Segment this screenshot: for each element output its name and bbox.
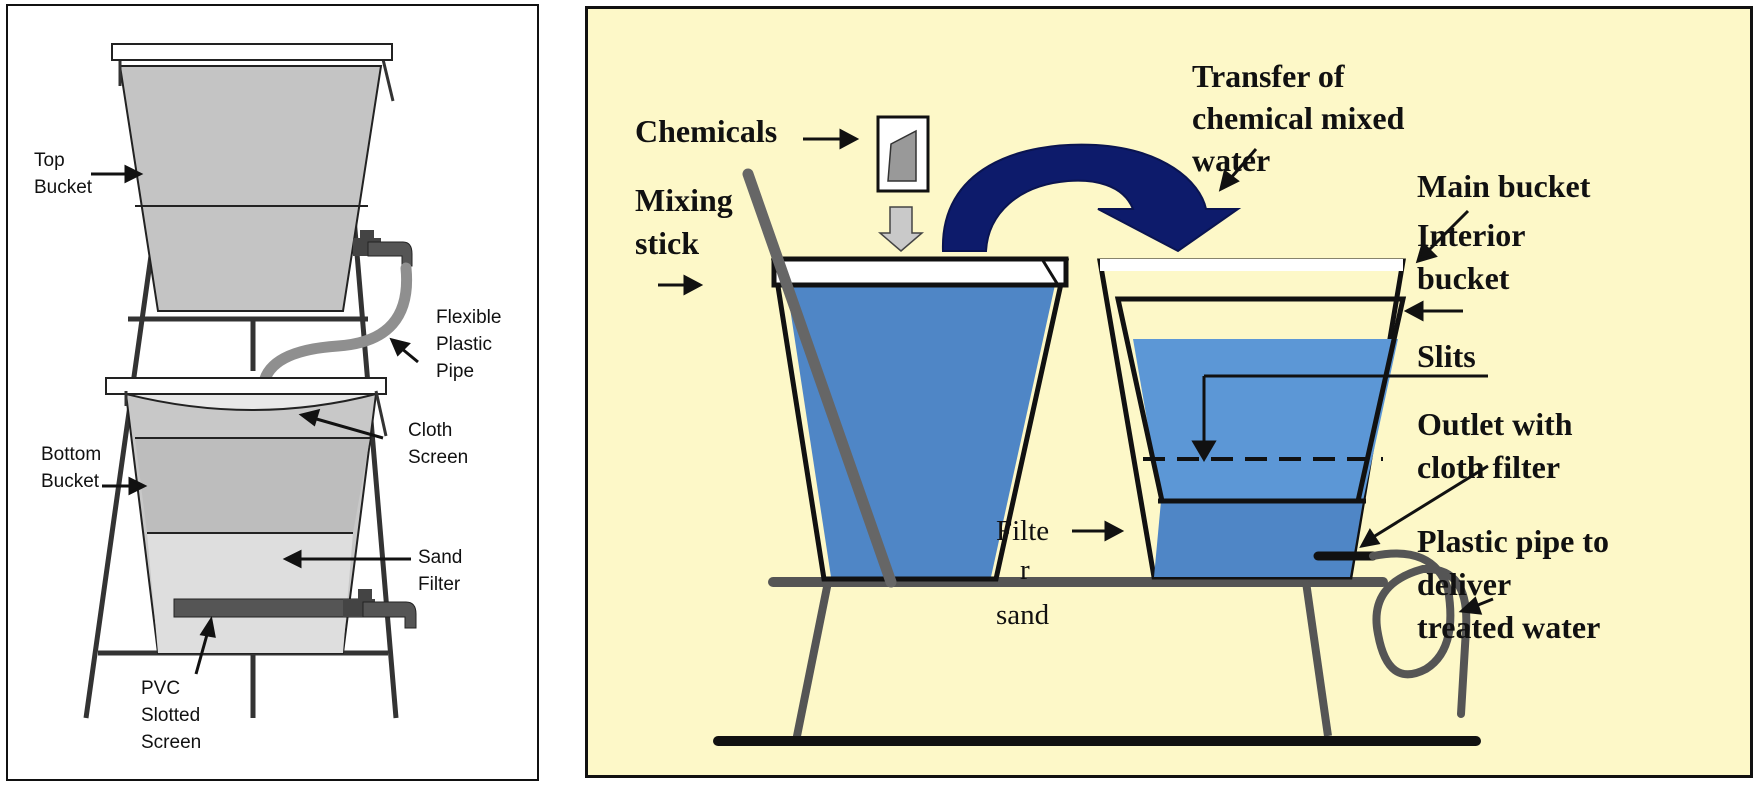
outlet-pipe: [1313, 549, 1471, 718]
transfer-arrow: [941, 143, 1242, 253]
filter-sand-layer: [1154, 498, 1366, 577]
label-chemicals: Chemicals: [635, 113, 777, 149]
chemical-treatment-drawing: Chemicals Mixing stick Transfer of chemi…: [635, 58, 1617, 746]
pvc-slotted-screen: [173, 598, 365, 618]
label-plastic-pipe: Plastic pipe to deliver treated water: [1417, 523, 1617, 645]
label-pvc-screen: PVC Slotted Screen: [141, 678, 205, 753]
two-bucket-filter-panel: Top Bucket Flexible Plastic Pipe Cloth S…: [6, 4, 539, 781]
leader-arrows: [658, 128, 1494, 615]
pour-down-arrow: [877, 206, 925, 252]
leader-arrows: [91, 164, 419, 675]
chemical-treatment-panel: Chemicals Mixing stick Transfer of chemi…: [585, 6, 1753, 778]
interior-bucket: [1114, 296, 1407, 504]
label-transfer: Transfer of chemical mixed water: [1192, 58, 1412, 178]
label-cloth-screen: Cloth Screen: [408, 420, 468, 468]
label-bottom-bucket: Bottom Bucket: [41, 444, 106, 492]
label-main-bucket: Main bucket: [1417, 168, 1591, 204]
label-outlet: Outlet with cloth filter: [1417, 406, 1581, 485]
label-slits: Slits: [1417, 338, 1476, 374]
top-bucket: [111, 43, 395, 312]
label-mixing-stick: Mixing stick: [635, 182, 741, 261]
label-flexible-pipe: Flexible Plastic Pipe: [436, 307, 507, 382]
label-top-bucket: Top Bucket: [34, 150, 93, 198]
stand-table: [713, 577, 1481, 746]
label-interior-bucket: Interior bucket: [1417, 217, 1533, 296]
label-filter-sand: Filte r sand: [996, 515, 1056, 631]
mixing-stick: [742, 168, 897, 588]
chemicals-packet-icon: [876, 115, 930, 193]
bottom-tap-icon: [343, 589, 417, 629]
top-tap-icon: [353, 230, 413, 267]
label-sand-filter: Sand Filter: [418, 547, 468, 595]
mixing-bucket: [771, 256, 1070, 582]
flexible-pipe: [257, 262, 413, 397]
two-bucket-filter-drawing: Top Bucket Flexible Plastic Pipe Cloth S…: [34, 43, 507, 753]
bottom-bucket: [105, 377, 388, 654]
